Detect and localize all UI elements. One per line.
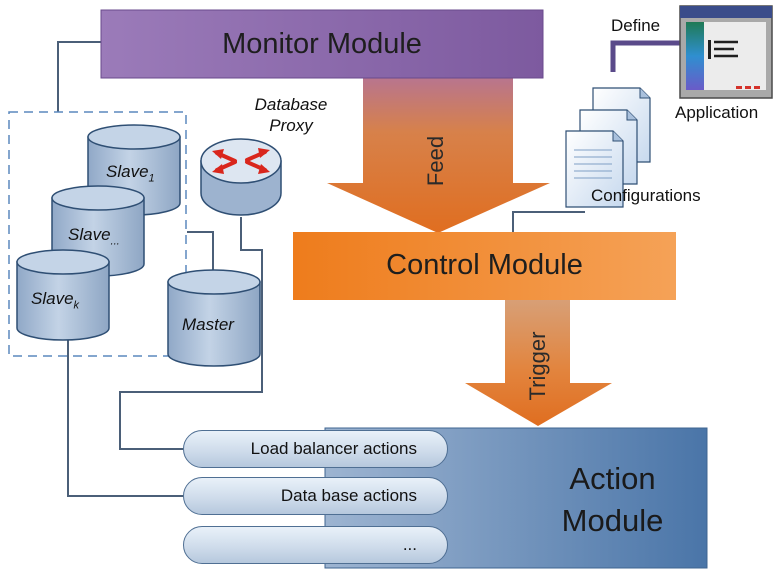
control-module-title: Control Module xyxy=(386,249,583,281)
control-module-box xyxy=(293,232,676,300)
slave-k-name: Slave xyxy=(31,289,74,308)
feed-arrow xyxy=(327,78,550,233)
action-module-title-line2: Module xyxy=(561,503,664,538)
define-label: Define xyxy=(611,16,661,35)
application-label: Application xyxy=(675,103,759,122)
monitor-module-title: Monitor Module xyxy=(222,28,422,60)
slave-dots-name: Slave xyxy=(68,225,111,244)
database-actions-item: Data base actions xyxy=(183,477,448,515)
slave-k-label: Slavek xyxy=(31,289,79,311)
slave-1-subscript: 1 xyxy=(148,172,155,185)
database-proxy-label-line2: Proxy xyxy=(269,116,313,135)
database-proxy-label-line1: Database xyxy=(254,95,328,114)
slave-1-label: Slave1 xyxy=(106,162,155,184)
slave-dots-subscript: ... xyxy=(110,235,120,248)
master-label: Master xyxy=(182,315,234,334)
trigger-arrow xyxy=(465,298,612,426)
master-cylinder xyxy=(167,269,261,367)
slave-group-box xyxy=(8,111,187,357)
more-actions-item: ... xyxy=(183,526,448,564)
trigger-label: Trigger xyxy=(525,331,550,401)
feed-label: Feed xyxy=(423,135,448,187)
configurations-label: Configurations xyxy=(591,186,701,205)
configuration-documents-icon xyxy=(565,87,651,208)
slave-1-name: Slave xyxy=(106,162,149,181)
connector-lines xyxy=(57,40,680,497)
router-icon xyxy=(200,138,282,216)
load-balancer-actions-item: Load balancer actions xyxy=(183,430,448,468)
slave-k-cylinder xyxy=(16,249,110,341)
application-window-icon xyxy=(679,5,773,99)
action-module-title-line1: Action xyxy=(569,461,656,496)
slave-k-subscript: k xyxy=(73,299,80,312)
slave-dots-label: Slave... xyxy=(68,225,120,247)
monitor-module-box xyxy=(100,9,544,79)
